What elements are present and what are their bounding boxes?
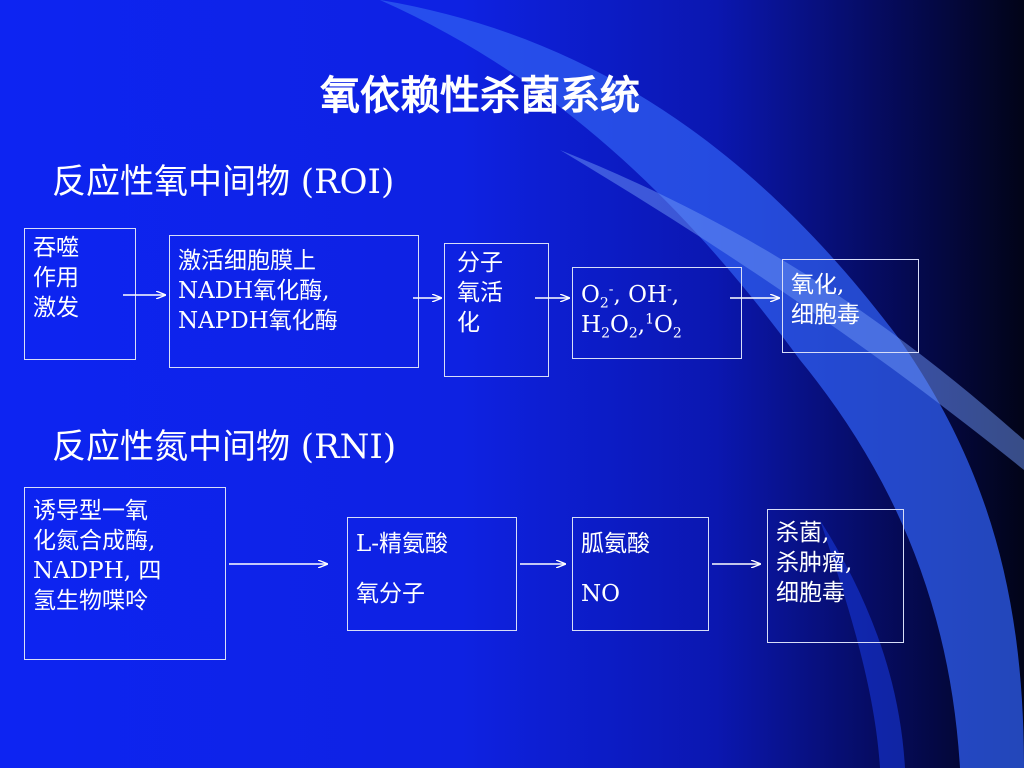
roi-heading: 反应性氧中间物 (ROI)	[52, 162, 395, 202]
roi-node-reactive-species-line2: H2O2,1O2	[581, 311, 682, 342]
rni-heading: 反应性氮中间物 (RNI)	[52, 427, 397, 467]
roi-node-oxidase-line: NAPDH氧化酶	[178, 308, 338, 334]
roi-node-cytotoxic-line: 细胞毒	[791, 302, 860, 328]
roi-node-reactive-species-line1: O2-, OH-,	[581, 281, 680, 312]
roi-node-reactive-species: O2-, OH-, H2O2,1O2	[572, 267, 742, 359]
roi-node-oxidase: 激活细胞膜上 NADH氧化酶, NAPDH氧化酶	[169, 235, 419, 368]
roi-node-phagocytosis-line: 激发	[33, 295, 79, 321]
rni-node-inos: 诱导型一氧 化氮合成酶, NADPH, 四 氢生物喋呤	[24, 487, 226, 660]
roi-node-phagocytosis: 吞噬 作用 激发	[24, 228, 136, 360]
roi-node-oxygen-activation-line: 化	[457, 310, 480, 336]
rni-node-effects-line: 细胞毒	[776, 580, 845, 606]
rni-node-citrulline-line: NO	[581, 581, 620, 607]
rni-node-arginine-line: 氧分子	[356, 581, 425, 607]
slide-title: 氧依赖性杀菌系统	[320, 72, 640, 119]
roi-node-cytotoxic-line: 氧化,	[791, 272, 845, 298]
roi-node-phagocytosis-line: 吞噬	[33, 235, 79, 261]
rni-node-inos-line: 化氮合成酶,	[33, 528, 156, 554]
rni-node-inos-line: 诱导型一氧	[33, 498, 148, 524]
rni-node-citrulline: 胍氨酸 NO	[572, 517, 709, 631]
roi-node-phagocytosis-line: 作用	[33, 265, 79, 291]
roi-node-oxygen-activation-line: 氧活	[457, 280, 503, 306]
roi-node-oxidase-line: NADH氧化酶,	[178, 278, 330, 304]
rni-node-inos-line: 氢生物喋呤	[33, 588, 148, 614]
rni-node-arginine: L-精氨酸 氧分子	[347, 517, 517, 631]
rni-node-effects: 杀菌, 杀肿瘤, 细胞毒	[767, 509, 904, 643]
rni-node-effects-line: 杀菌,	[776, 520, 830, 546]
roi-node-cytotoxic: 氧化, 细胞毒	[782, 259, 919, 353]
rni-node-citrulline-line: 胍氨酸	[581, 531, 650, 557]
roi-node-oxygen-activation: 分子 氧活 化	[444, 243, 549, 377]
roi-node-oxidase-line: 激活细胞膜上	[178, 248, 316, 274]
rni-node-arginine-line: L-精氨酸	[356, 531, 449, 557]
rni-node-inos-line: NADPH, 四	[33, 558, 162, 584]
rni-node-effects-line: 杀肿瘤,	[776, 550, 853, 576]
roi-node-oxygen-activation-line: 分子	[457, 250, 503, 276]
